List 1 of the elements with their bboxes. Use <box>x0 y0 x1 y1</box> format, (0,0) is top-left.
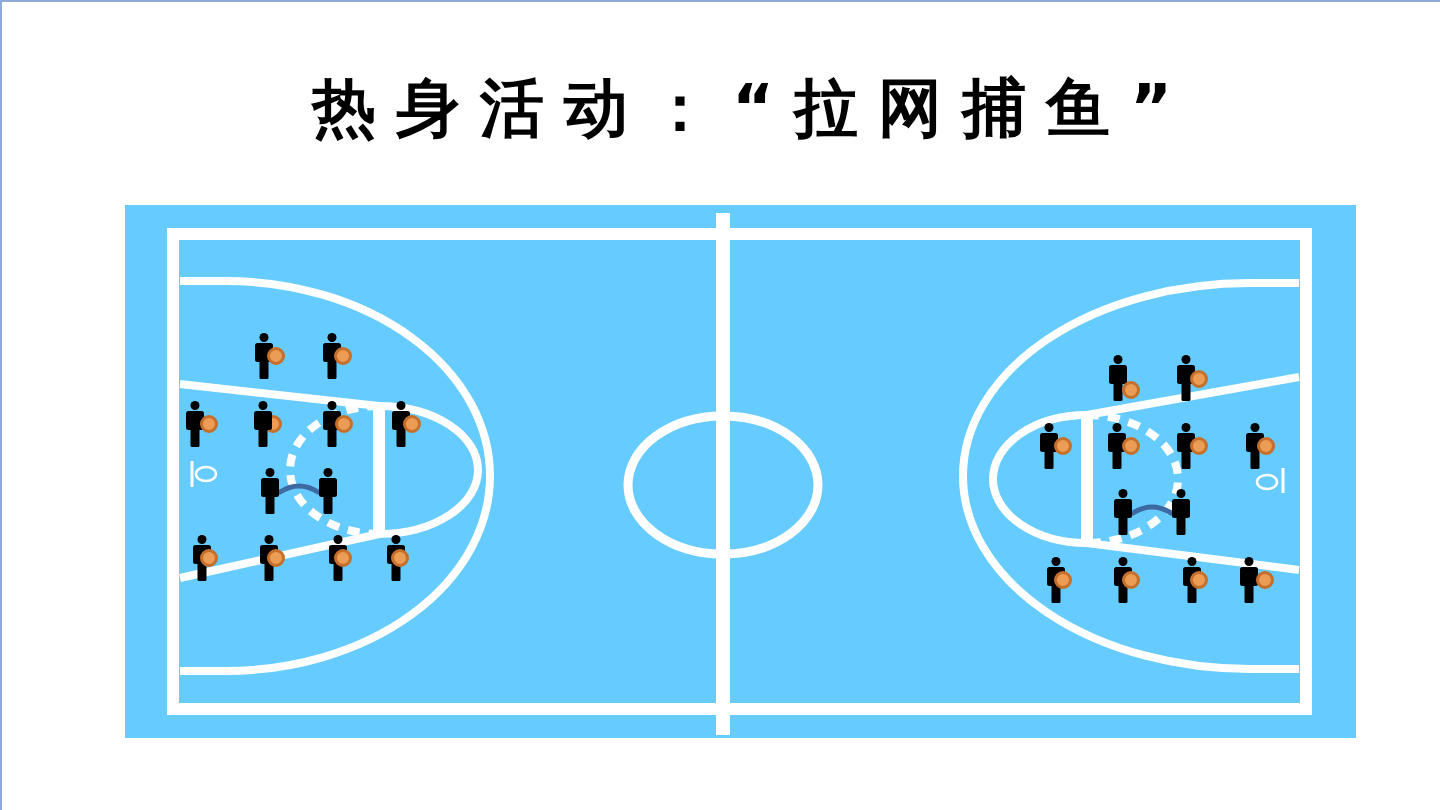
title: 热身活动：“拉网捕鱼” <box>312 70 1193 147</box>
